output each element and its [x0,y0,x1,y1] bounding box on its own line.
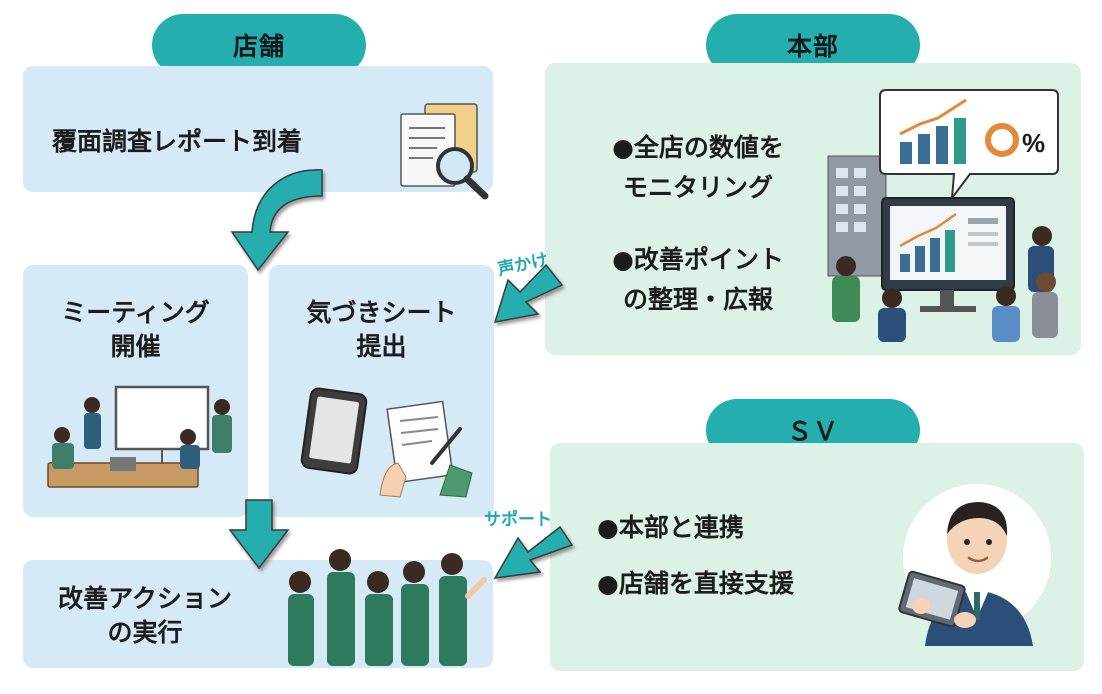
hq-bullet-monitoring: ●全店の数値を モニタリング [612,133,784,202]
sheet-label: 気づきシート 提出 [306,298,457,361]
store-header: 店舗 [152,14,366,76]
meeting-label: ミーティング 開催 [61,298,210,361]
hq-monitoring-illustration: % [827,89,1059,342]
meeting-illustration [47,385,232,488]
sv-bullet-support: ●店舗を直接支援 [597,569,794,598]
action-label: 改善アクション の実行 [58,584,232,647]
hq-bullet-improvement: ●改善ポイント の整理・広報 [612,245,784,314]
chart-percent-text: % [1022,128,1045,158]
sv-bullet-coordination: ●本部と連携 [597,513,744,542]
support-label: サポート [484,510,552,530]
staff-group-illustration [288,549,487,666]
report-label: 覆面調査レポート到着 [52,127,303,156]
sv-person-illustration [898,484,1051,646]
call-out-label: 声かけ [495,249,551,281]
report-document-icon [400,103,489,200]
tablet-and-document-illustration [300,387,473,498]
